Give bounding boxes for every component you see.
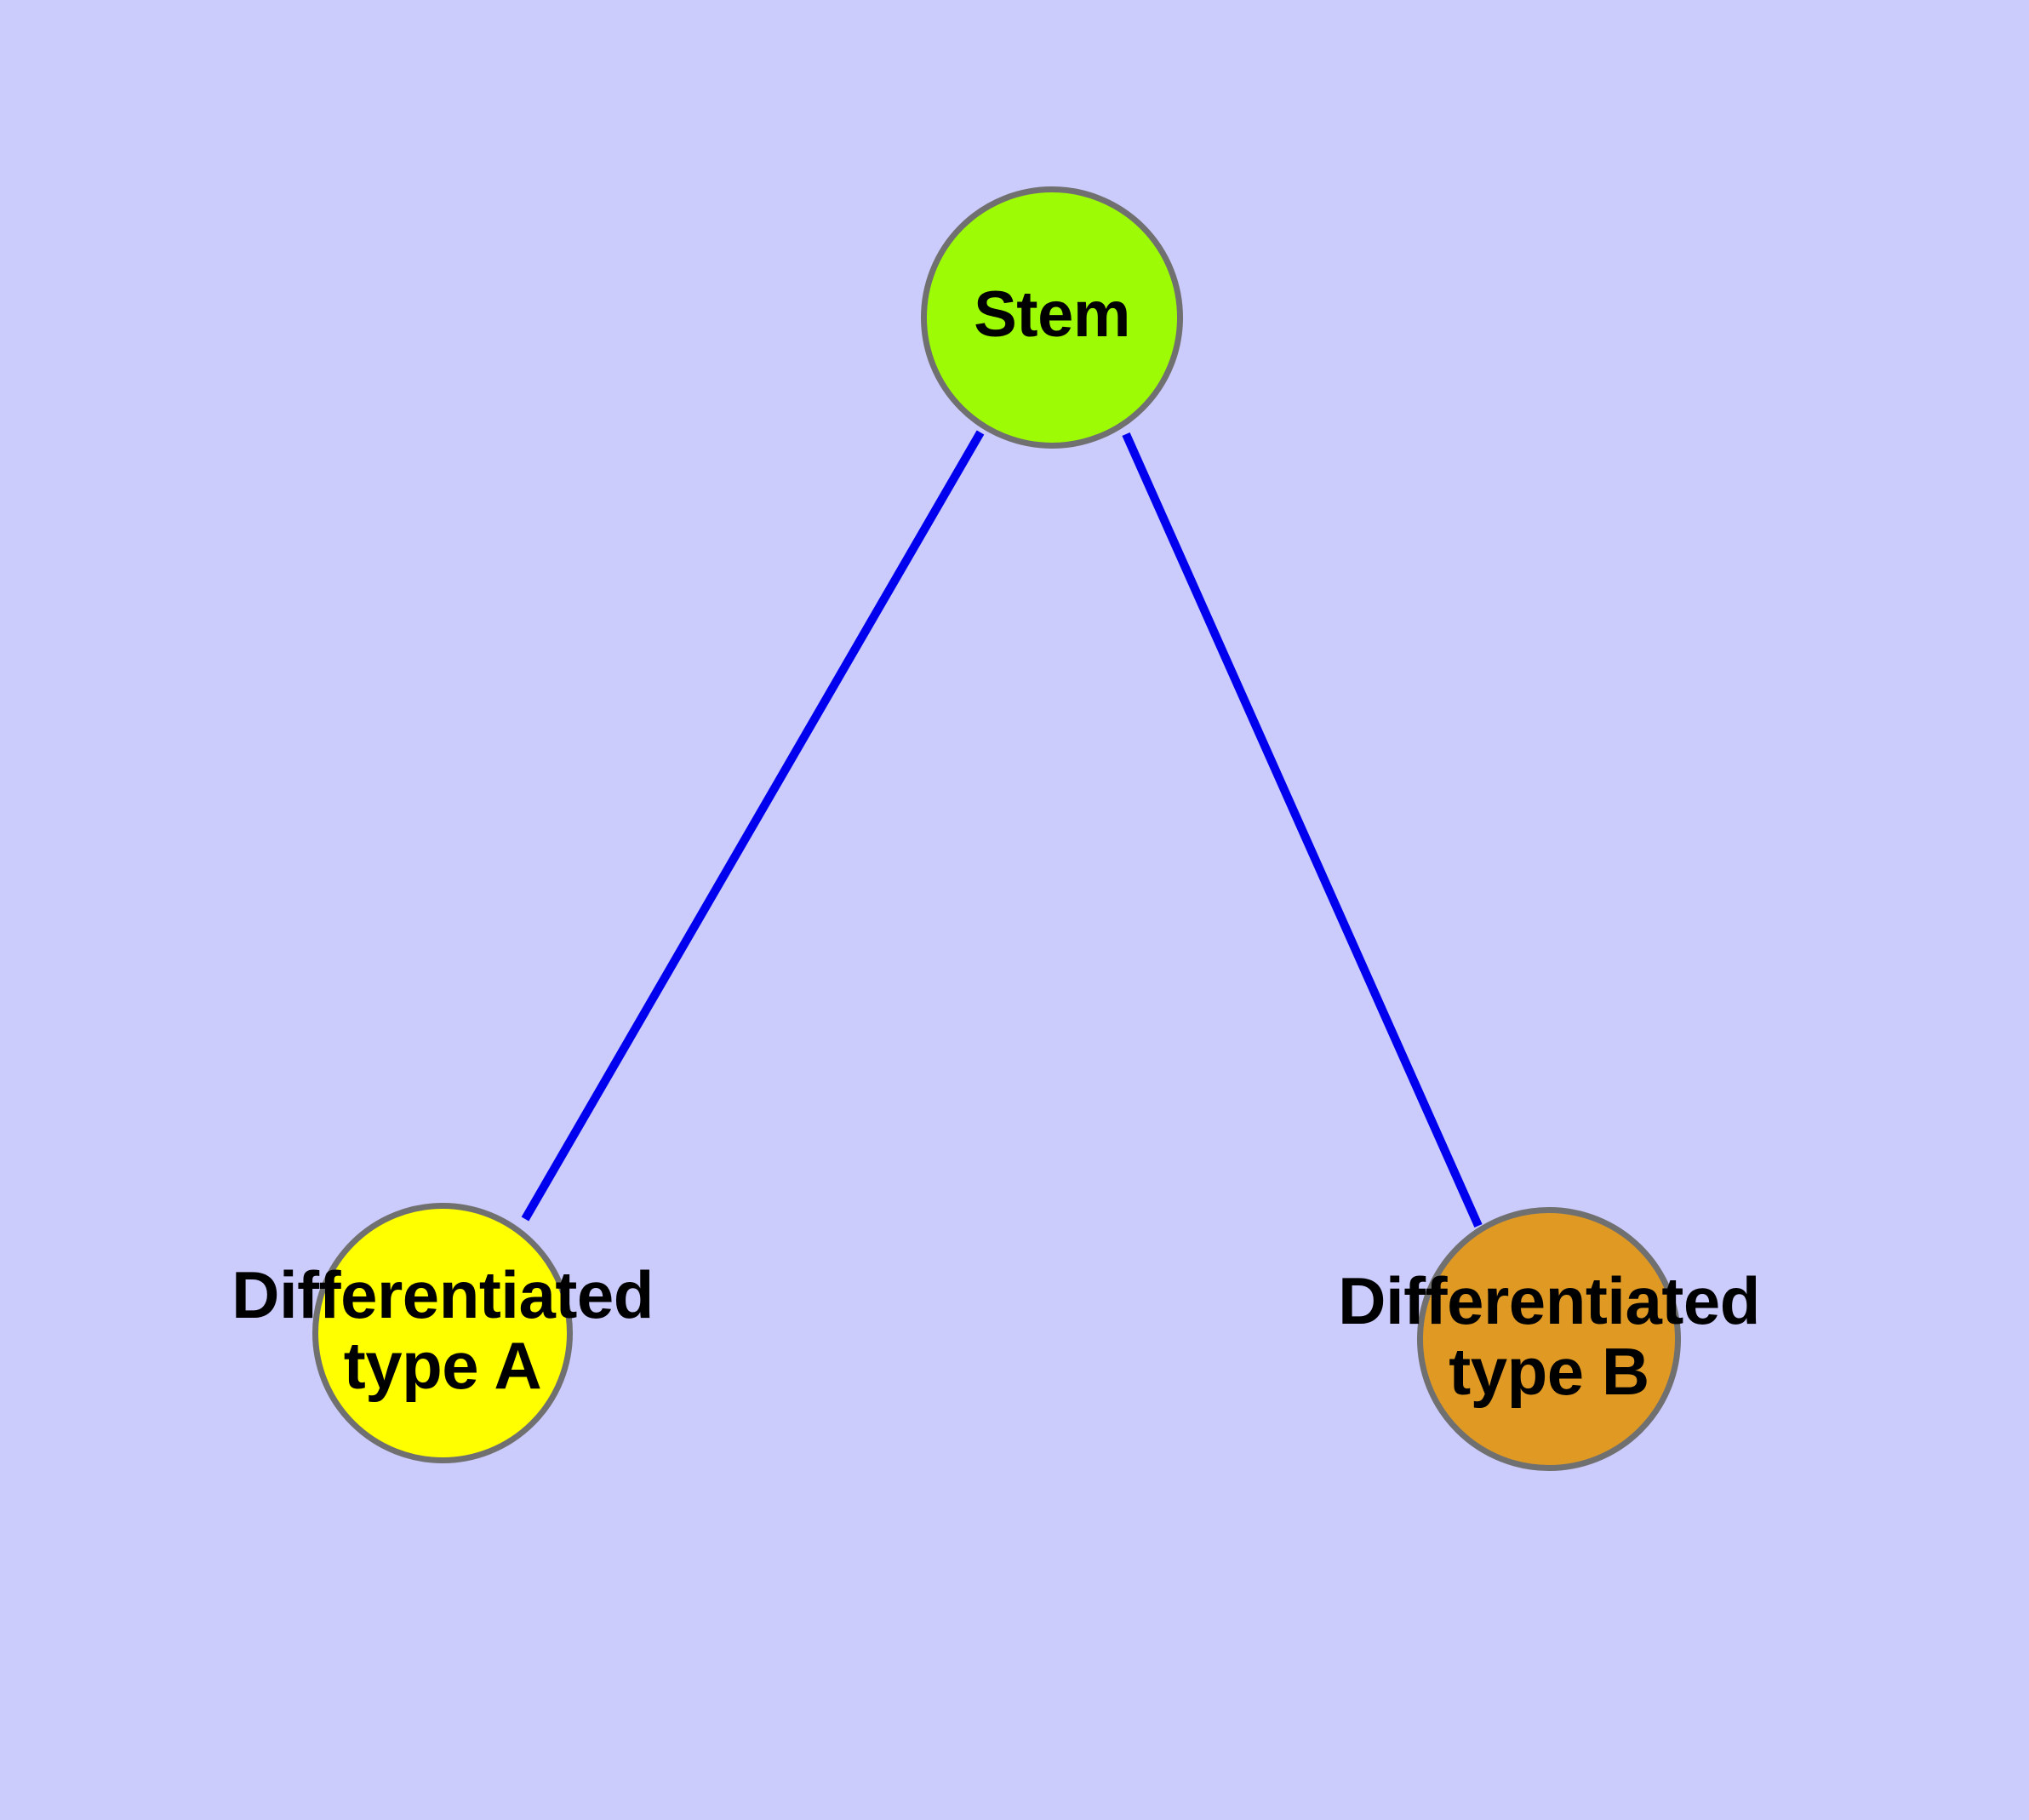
edge-stem-to-differentiated-type-b	[1122, 432, 1483, 1228]
node-differentiated-type-b[interactable]	[1417, 1207, 1681, 1471]
edge-stem-to-differentiated-type-a	[521, 430, 985, 1222]
node-stem[interactable]	[921, 186, 1183, 449]
node-differentiated-type-a[interactable]	[312, 1203, 573, 1463]
